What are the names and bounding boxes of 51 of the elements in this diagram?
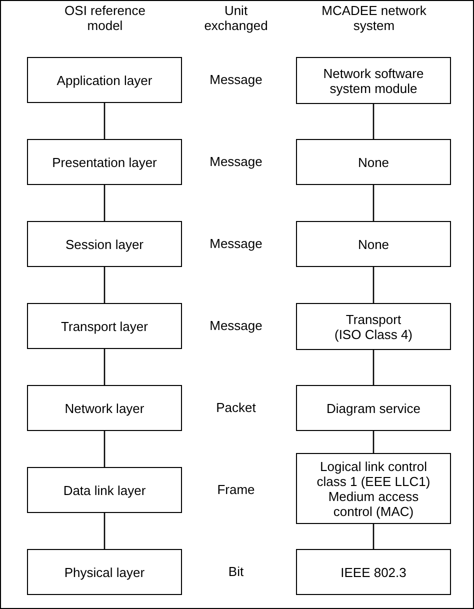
box-text: Presentation layer <box>52 154 157 170</box>
layer-box <box>27 467 182 513</box>
unit-label: Packet <box>215 400 257 415</box>
box-text: Diagram service <box>326 400 420 416</box>
box-text: Data link layer <box>63 482 146 498</box>
layer-box <box>296 303 451 350</box>
unit-label: Message <box>208 318 264 333</box>
box-text: Network layer <box>64 400 144 416</box>
box-text: IEEE 802.3 <box>340 564 406 580</box>
layer-box <box>27 303 182 349</box>
box-text: Transport (ISO Class 4) <box>334 312 413 342</box>
connector-line <box>104 349 106 385</box>
unit-label: Message <box>208 154 264 169</box>
layer-box <box>296 57 451 104</box>
box-text: Network software system module <box>322 66 425 96</box>
layer-box <box>296 221 451 267</box>
connector-line <box>372 267 374 303</box>
connector-line <box>372 185 374 221</box>
unit-label: Bit <box>227 564 245 579</box>
connector-line <box>104 103 106 139</box>
box-text: None <box>358 154 390 170</box>
box-text: None <box>358 236 390 252</box>
unit-label: Message <box>208 236 264 251</box>
layer-box <box>27 549 182 595</box>
layer-box <box>27 385 182 431</box>
column-header: OSI reference model <box>64 3 146 33</box>
connector-line <box>372 350 374 385</box>
layer-box <box>27 139 182 185</box>
column-header: MCADEE network system <box>320 3 428 33</box>
connector-line <box>372 524 374 549</box>
box-text: Physical layer <box>64 564 145 580</box>
connector-line <box>104 185 106 221</box>
connector-line <box>104 513 106 549</box>
column-header: Unit exchanged <box>203 3 269 33</box>
layer-box <box>296 453 451 524</box>
unit-label: Frame <box>216 482 256 497</box>
layer-box <box>27 57 182 103</box>
box-text: Session layer <box>65 236 144 252</box>
box-text: Application layer <box>56 72 152 88</box>
layer-box <box>296 385 451 431</box>
unit-label: Message <box>208 72 264 87</box>
layer-box <box>296 549 451 595</box>
box-text: Transport layer <box>61 318 148 334</box>
connector-line <box>372 104 374 139</box>
box-text: Logical link control class 1 (EEE LLC1) <box>316 458 432 488</box>
layer-box <box>296 139 451 185</box>
connector-line <box>104 267 106 303</box>
connector-line <box>104 431 106 467</box>
box-text: Medium access control (MAC) <box>327 488 419 518</box>
connector-line <box>372 431 374 453</box>
layer-box <box>27 221 182 267</box>
